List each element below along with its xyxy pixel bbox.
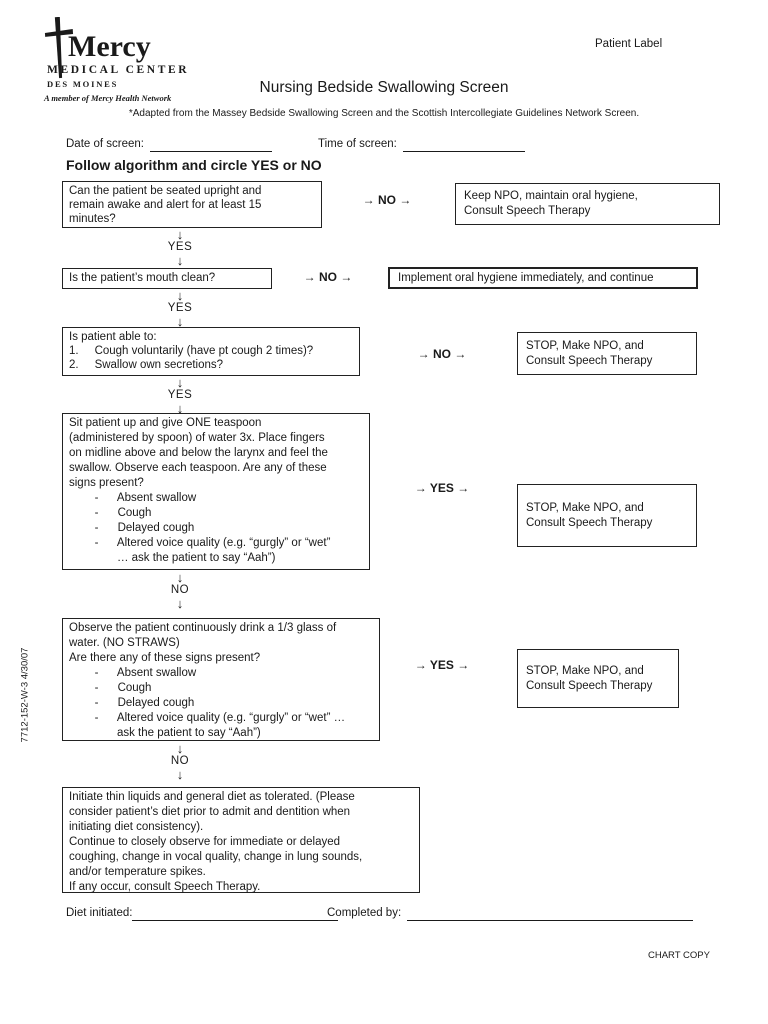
branch-no-arrow-3[interactable]: → NO → <box>417 347 467 361</box>
down-arrow-icon: ↓ <box>176 767 184 782</box>
flow-chain-2: ↓ YES ↓ <box>150 289 210 328</box>
completed-by-field[interactable] <box>407 908 694 921</box>
time-of-screen-label: Time of screen: <box>318 138 397 150</box>
down-arrow-icon: ↓ <box>176 227 184 242</box>
patient-label: Patient Label <box>595 38 663 50</box>
down-arrow-icon: ↓ <box>176 253 184 268</box>
branch-yes-arrow-4[interactable]: → YES → <box>414 481 470 495</box>
branch-no-arrow-2[interactable]: → NO → <box>303 270 353 284</box>
question-box-1: Can the patient be seated upright and re… <box>62 181 322 228</box>
question-box-5: Observe the patient continuously drink a… <box>62 618 380 741</box>
mercy-cross-icon <box>42 17 76 79</box>
flow-chain-3: ↓ YES ↓ <box>150 376 210 415</box>
form-title: Nursing Bedside Swallowing Screen <box>259 79 509 96</box>
flow-chain-4: ↓ NO ↓ <box>150 571 210 610</box>
yes-label-2[interactable]: YES <box>167 302 193 314</box>
branch-no-arrow-1[interactable]: → NO → <box>362 193 412 207</box>
diet-initiated-label: Diet initiated: <box>66 907 133 919</box>
form-subtitle: *Adapted from the Massey Bedside Swallow… <box>128 108 640 119</box>
result-box-5: STOP, Make NPO, and Consult Speech Thera… <box>517 649 679 708</box>
logo-tagline: A member of Mercy Health Network <box>44 93 172 103</box>
down-arrow-icon: ↓ <box>176 596 184 611</box>
no-label-5[interactable]: NO <box>170 755 190 767</box>
final-instruction-box: Initiate thin liquids and general diet a… <box>62 787 420 893</box>
result-box-4: STOP, Make NPO, and Consult Speech Thera… <box>517 484 697 547</box>
diet-initiated-field[interactable] <box>132 908 339 921</box>
yes-label-3[interactable]: YES <box>167 389 193 401</box>
question-box-4: Sit patient up and give ONE teaspoon (ad… <box>62 413 370 570</box>
date-of-screen-label: Date of screen: <box>66 138 144 150</box>
flow-chain-1: ↓ YES ↓ <box>150 228 210 267</box>
down-arrow-icon: ↓ <box>176 288 184 303</box>
down-arrow-icon: ↓ <box>176 375 184 390</box>
no-label-4[interactable]: NO <box>170 584 190 596</box>
logo-medical-center: MEDICAL CENTER <box>47 64 190 76</box>
result-box-1: Keep NPO, maintain oral hygiene, Consult… <box>455 183 720 225</box>
question-box-3: Is patient able to: 1. Cough voluntarily… <box>62 327 360 376</box>
date-of-screen-field[interactable] <box>149 139 272 152</box>
result-box-2: Implement oral hygiene immediately, and … <box>388 267 698 289</box>
chart-copy-label: CHART COPY <box>648 950 710 961</box>
completed-by-label: Completed by: <box>327 907 402 919</box>
logo-name: Mercy <box>68 30 151 63</box>
result-box-3: STOP, Make NPO, and Consult Speech Thera… <box>517 332 697 375</box>
down-arrow-icon: ↓ <box>176 314 184 329</box>
branch-yes-arrow-5[interactable]: → YES → <box>414 658 470 672</box>
yes-label-1[interactable]: YES <box>167 241 193 253</box>
down-arrow-icon: ↓ <box>176 570 184 585</box>
down-arrow-icon: ↓ <box>176 401 184 416</box>
algorithm-heading: Follow algorithm and circle YES or NO <box>66 157 322 173</box>
time-of-screen-field[interactable] <box>402 139 525 152</box>
question-box-2: Is the patient’s mouth clean? <box>62 268 272 289</box>
form-number: 7712-152-W-3 4/30/07 <box>19 647 31 743</box>
down-arrow-icon: ↓ <box>176 741 184 756</box>
logo-des-moines: DES MOINES <box>47 79 119 89</box>
flow-chain-5: ↓ NO ↓ <box>150 742 210 781</box>
